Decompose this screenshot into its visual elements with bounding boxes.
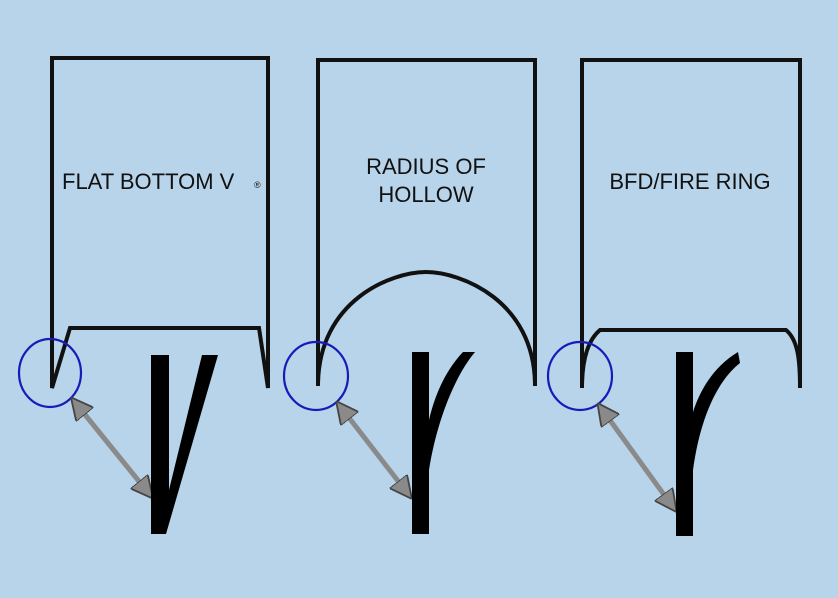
hollow-shape-flat-bottom [151,355,218,534]
blade-profile-flat-bottom [50,56,270,389]
panel-bfd-fire-ring: BFD/FIRE RING [546,58,802,536]
panel-label-flat-bottom: FLAT BOTTOM V [62,169,235,194]
panel-flat-bottom: FLAT BOTTOM V ® [17,56,270,534]
blade-profile-bfd [580,58,802,389]
trademark-mark: ® [254,180,261,190]
double-arrow [343,410,405,490]
panel-label-radius-line2: HOLLOW [378,182,474,207]
double-arrow [604,412,670,503]
edge-highlight-circle [546,340,614,412]
edge-highlight-circle [17,337,83,409]
panel-label-bfd: BFD/FIRE RING [609,169,770,194]
panel-radius-of-hollow: RADIUS OF HOLLOW [282,58,537,534]
hollow-shape-radius [412,352,475,534]
edge-highlight-circle [282,340,350,412]
panel-label-radius-line1: RADIUS OF [366,154,486,179]
double-arrow [78,406,146,490]
hollow-shape-bfd [676,352,740,536]
blade-profile-radius [316,58,537,387]
